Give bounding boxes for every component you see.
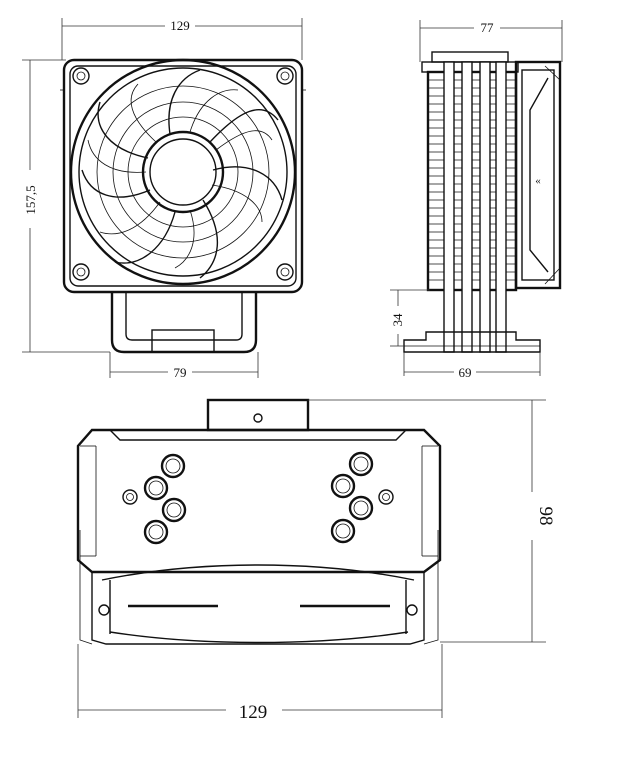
- front-height-label: 157,5: [23, 185, 38, 214]
- side-base-height-dimension: 34: [390, 289, 430, 347]
- corner-screws: [72, 67, 294, 281]
- top-depth-dimension: 98: [308, 399, 556, 643]
- top-depth-label: 98: [535, 507, 556, 526]
- side-depth-label: 77: [481, 20, 495, 35]
- side-depth-dimension: 77: [419, 20, 563, 62]
- side-base-width-label: 69: [459, 365, 472, 380]
- side-heatpipes: [443, 61, 507, 353]
- top-width-dimension: 129: [77, 644, 443, 723]
- side-view: 77: [390, 20, 563, 380]
- heatpipe-base-label: 79: [174, 365, 187, 380]
- front-height-dimension: 157,5: [22, 59, 110, 353]
- fan-blades: [81, 69, 283, 279]
- heatpipe-tips-right: [330, 451, 394, 544]
- front-width-label: 129: [170, 18, 190, 33]
- side-base-width-dimension: 69: [403, 352, 541, 380]
- svg-text:«: «: [535, 175, 541, 187]
- side-base-height-label: 34: [390, 313, 405, 327]
- front-width-dimension: 129: [61, 18, 303, 60]
- top-width-label: 129: [239, 702, 268, 723]
- top-view: 98 129: [76, 398, 556, 723]
- heatpipe-tips-left: [122, 453, 187, 545]
- front-view: 129 157,5: [22, 18, 306, 380]
- heatpipe-base-dimension: 79: [109, 352, 259, 380]
